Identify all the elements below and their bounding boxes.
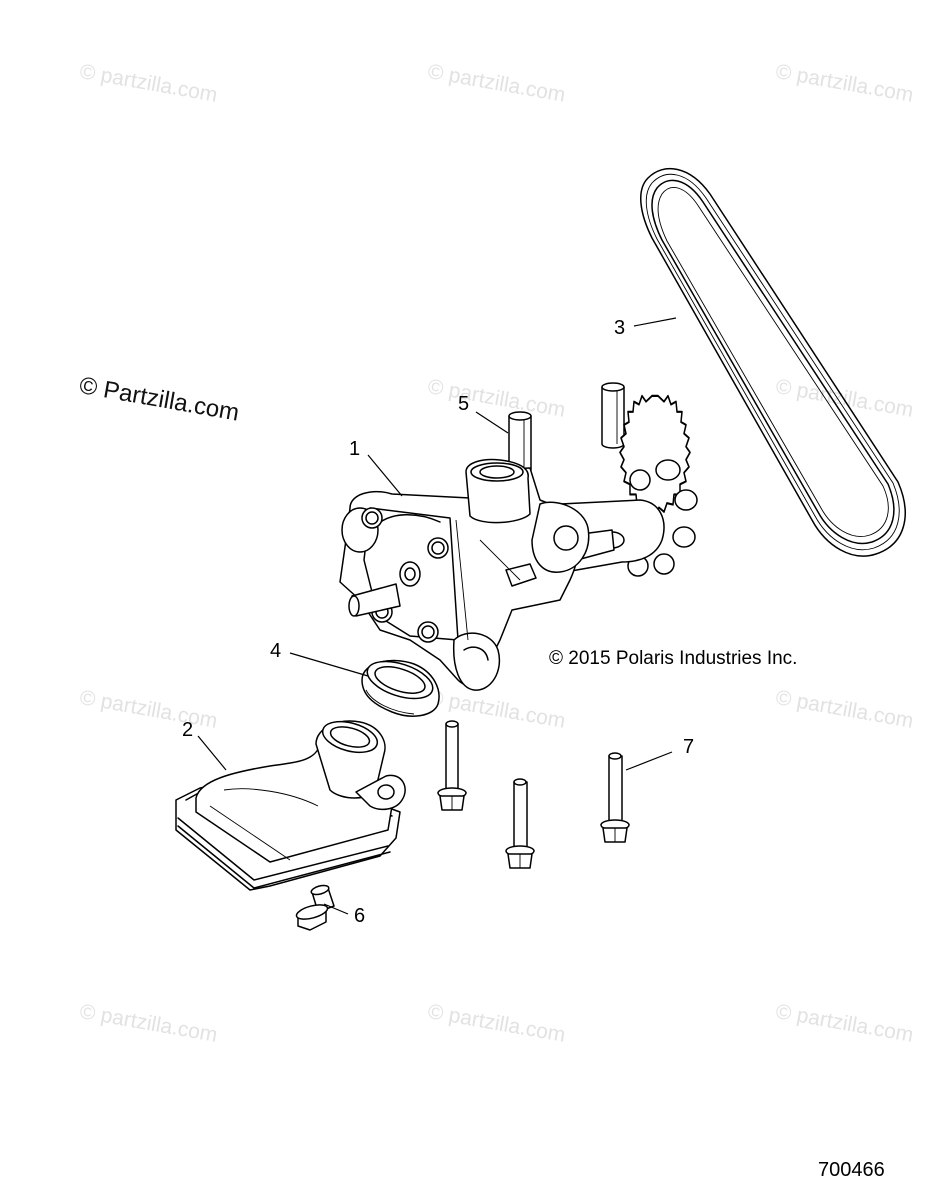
- callout-3: 3: [614, 317, 626, 339]
- flange-bolt: [600, 752, 630, 843]
- leader-line-1: [367, 454, 403, 497]
- o-ring-seal: [361, 659, 440, 717]
- callout-6: 6: [354, 905, 366, 927]
- copyright-notice: © 2015 Polaris Industries Inc.: [549, 648, 798, 669]
- oil-pump-body: [339, 458, 665, 691]
- flange-bolt-short: [295, 884, 335, 931]
- callout-2: 2: [182, 719, 194, 741]
- leader-line-3: [633, 317, 677, 327]
- leader-line-7: [625, 751, 673, 771]
- callout-7: 7: [683, 736, 695, 758]
- oil-pump-sprocket: [619, 394, 698, 577]
- leader-line-5: [475, 411, 509, 434]
- drive-belt: [640, 167, 906, 557]
- flange-bolt: [437, 720, 467, 811]
- drawing-id: 700466: [818, 1159, 885, 1181]
- leader-line-2: [197, 735, 227, 771]
- dowel-pin: [601, 382, 625, 449]
- leader-line-6: [323, 903, 349, 915]
- callout-4: 4: [270, 640, 282, 662]
- flange-bolt: [505, 778, 535, 869]
- oil-strainer: [175, 720, 406, 891]
- callout-1: 1: [349, 438, 361, 460]
- callout-5: 5: [458, 393, 470, 415]
- leader-line-4: [289, 652, 369, 677]
